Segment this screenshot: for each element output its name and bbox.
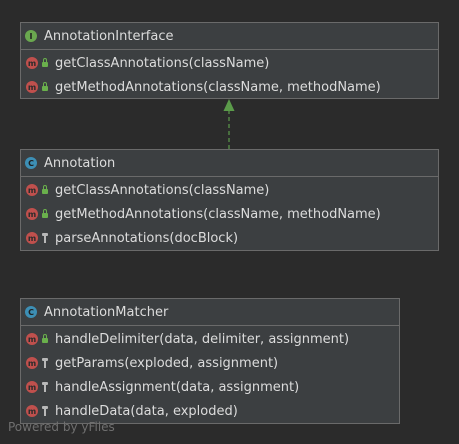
- public-visibility-icon: [40, 333, 50, 345]
- method-icon: m: [26, 208, 38, 220]
- method-icon: m: [26, 405, 38, 417]
- method-signature: getClassAnnotations(className): [55, 182, 270, 198]
- class-box-annotation[interactable]: C Annotation m getClassAnnotations(class…: [20, 149, 439, 251]
- method-icon: m: [26, 357, 38, 369]
- method-icon: m: [26, 232, 38, 244]
- interface-icon: I: [25, 30, 37, 42]
- method-signature: getMethodAnnotations(className, methodNa…: [55, 206, 381, 222]
- class-icon: C: [25, 157, 37, 169]
- class-header: I AnnotationInterface: [21, 23, 438, 50]
- public-visibility-icon: [40, 81, 50, 93]
- class-header: C AnnotationMatcher: [21, 299, 399, 326]
- class-icon: C: [25, 306, 37, 318]
- private-visibility-icon: [40, 405, 50, 417]
- method-row[interactable]: m handleAssignment(data, assignment): [21, 375, 399, 399]
- method-signature: handleAssignment(data, assignment): [55, 379, 300, 395]
- class-name: AnnotationInterface: [44, 28, 174, 44]
- method-signature: parseAnnotations(docBlock): [55, 230, 239, 246]
- method-row[interactable]: m handleData(data, exploded): [21, 399, 399, 423]
- method-icon: m: [26, 81, 38, 93]
- method-icon: m: [26, 333, 38, 345]
- method-signature: getClassAnnotations(className): [55, 55, 270, 71]
- method-icon: m: [26, 184, 38, 196]
- class-name: Annotation: [44, 155, 116, 171]
- method-icon: m: [26, 57, 38, 69]
- class-box-annotation-matcher[interactable]: C AnnotationMatcher m handleDelimiter(da…: [20, 298, 400, 424]
- watermark: Powered by yFiles: [8, 420, 115, 434]
- class-name: AnnotationMatcher: [44, 304, 169, 320]
- method-row[interactable]: m getParams(exploded, assignment): [21, 351, 399, 375]
- private-visibility-icon: [40, 357, 50, 369]
- public-visibility-icon: [40, 184, 50, 196]
- implements-arrowhead: [223, 99, 235, 111]
- method-row[interactable]: m getMethodAnnotations(className, method…: [21, 202, 438, 226]
- method-row[interactable]: m getClassAnnotations(className): [21, 178, 438, 202]
- class-box-annotation-interface[interactable]: I AnnotationInterface m getClassAnnotati…: [20, 22, 439, 99]
- method-row[interactable]: m getMethodAnnotations(className, method…: [21, 75, 438, 99]
- method-row[interactable]: m getClassAnnotations(className): [21, 51, 438, 75]
- public-visibility-icon: [40, 208, 50, 220]
- method-signature: handleData(data, exploded): [55, 403, 238, 419]
- method-signature: getMethodAnnotations(className, methodNa…: [55, 79, 381, 95]
- class-header: C Annotation: [21, 150, 438, 177]
- method-row[interactable]: m handleDelimiter(data, delimiter, assig…: [21, 327, 399, 351]
- public-visibility-icon: [40, 57, 50, 69]
- private-visibility-icon: [40, 232, 50, 244]
- method-signature: getParams(exploded, assignment): [55, 355, 279, 371]
- method-signature: handleDelimiter(data, delimiter, assignm…: [55, 331, 350, 347]
- method-row[interactable]: m parseAnnotations(docBlock): [21, 226, 438, 250]
- private-visibility-icon: [40, 381, 50, 393]
- method-icon: m: [26, 381, 38, 393]
